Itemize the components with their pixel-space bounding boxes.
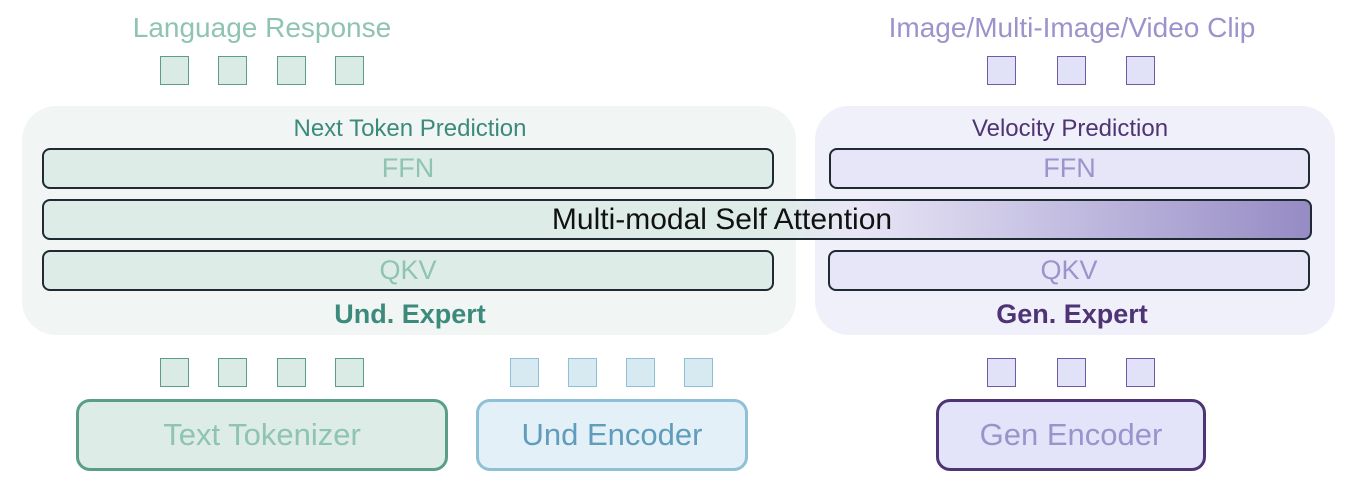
output-token [987,56,1016,85]
text-tokenizer-label: Text Tokenizer [163,417,361,452]
gen-qkv-label: QKV [1040,255,1098,285]
self-attention-block: Multi-modal Self Attention [42,199,1312,240]
und-encoder-label: Und Encoder [521,417,703,452]
output-token [277,56,306,85]
gen-qkv-block: QKV [828,250,1310,291]
input-token [987,358,1016,387]
input-token [1126,358,1155,387]
und-encoder-box: Und Encoder [476,399,748,471]
und-ffn-label: FFN [381,153,435,183]
gen-ffn-block: FFN [829,148,1310,189]
und-qkv-block: QKV [42,250,774,291]
gen-encoder-box: Gen Encoder [936,399,1206,471]
input-token [335,358,364,387]
image-output-label: Image/Multi-Image/Video Clip [888,12,1256,43]
input-token [684,358,713,387]
language-response-label: Language Response [132,12,392,43]
gen-ffn-label: FFN [1043,153,1096,183]
input-token [510,358,539,387]
output-token [218,56,247,85]
velocity-prediction-label: Velocity Prediction [971,115,1169,142]
und-qkv-label: QKV [379,255,437,285]
und-ffn-block: FFN [42,148,774,189]
input-token [626,358,655,387]
input-token [218,358,247,387]
input-token [277,358,306,387]
input-token [160,358,189,387]
output-token [1126,56,1155,85]
self-attention-label: Multi-modal Self Attention [551,203,893,236]
output-token [335,56,364,85]
output-token [160,56,189,85]
text-tokenizer-box: Text Tokenizer [76,399,448,471]
und-expert-title: Und. Expert [334,299,486,329]
input-token [568,358,597,387]
gen-expert-title: Gen. Expert [996,299,1148,329]
output-token [1057,56,1086,85]
gen-encoder-label: Gen Encoder [979,417,1163,452]
input-token [1057,358,1086,387]
next-token-prediction-label: Next Token Prediction [293,115,527,142]
